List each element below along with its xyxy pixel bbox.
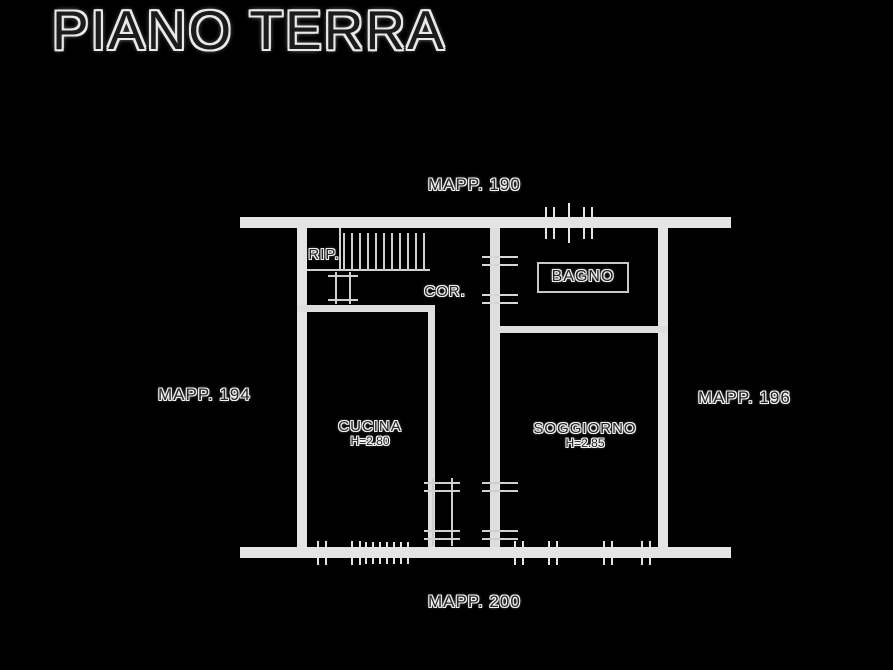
page-title: PIANO TERRA bbox=[52, 0, 446, 61]
room-height: H=2.85 bbox=[565, 436, 605, 451]
exterior-walls bbox=[240, 217, 731, 558]
door-corridor-bottom-left bbox=[424, 478, 460, 546]
label-mapp-190: MAPP. 190 bbox=[428, 175, 521, 194]
wall-left bbox=[297, 217, 307, 558]
wall-bottom bbox=[240, 547, 731, 558]
label-room-cucina: CUCINA H=2.80 bbox=[320, 418, 420, 449]
window-bottom-2 bbox=[365, 542, 409, 564]
wall-center-vertical bbox=[490, 228, 500, 547]
wall-top bbox=[240, 217, 731, 228]
room-name: CUCINA bbox=[338, 418, 402, 435]
label-mapp-196: MAPP. 196 bbox=[698, 388, 791, 407]
wall-soggiorno-top bbox=[495, 326, 668, 333]
wall-cucina-top bbox=[297, 305, 435, 312]
room-name: SOGGIORNO bbox=[533, 420, 637, 437]
door-rip bbox=[328, 272, 358, 304]
label-room-soggiorno: SOGGIORNO H=2.85 bbox=[523, 420, 647, 451]
window-bottom-4 bbox=[603, 541, 651, 565]
bagno-label-box bbox=[537, 262, 629, 293]
wall-right bbox=[658, 217, 668, 558]
window-top bbox=[545, 203, 593, 243]
door-corridor-bagno bbox=[482, 256, 518, 304]
window-bottom-1 bbox=[317, 541, 361, 565]
label-room-bagno: BAGNO bbox=[540, 268, 626, 286]
stairs bbox=[307, 228, 430, 271]
door-corridor-bottom-right bbox=[482, 482, 518, 540]
window-bottom-3 bbox=[514, 541, 558, 565]
wall-cucina-right bbox=[428, 306, 435, 547]
room-name: COR. bbox=[424, 283, 466, 300]
room-name: RIP. bbox=[308, 246, 340, 263]
label-mapp-194: MAPP. 194 bbox=[158, 385, 251, 404]
label-room-rip: RIP. bbox=[300, 246, 348, 263]
label-room-cor: COR. bbox=[416, 283, 474, 300]
room-name: BAGNO bbox=[551, 268, 615, 285]
label-mapp-200: MAPP. 200 bbox=[428, 592, 521, 611]
interior-walls bbox=[297, 228, 668, 547]
room-height: H=2.80 bbox=[350, 434, 390, 449]
